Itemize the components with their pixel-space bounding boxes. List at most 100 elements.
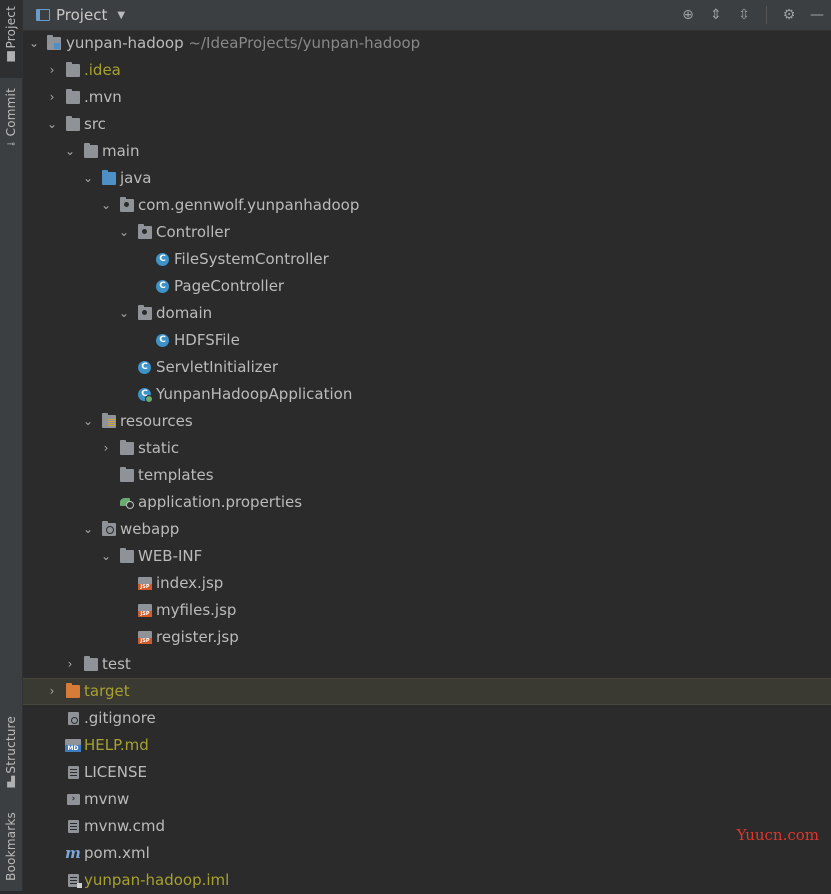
tree-node-help-md[interactable]: HELP.md bbox=[23, 732, 831, 759]
commit-icon: ⊸ bbox=[6, 139, 16, 151]
tree-node-appprops[interactable]: application.properties bbox=[23, 489, 831, 516]
folder-icon bbox=[66, 116, 80, 131]
chevron-down-icon[interactable]: ▼ bbox=[117, 9, 126, 21]
tree-node-label: index.jsp bbox=[156, 574, 224, 592]
side-tab-project[interactable]: Project ▇ bbox=[0, 0, 22, 78]
project-view-icon bbox=[36, 9, 50, 21]
tree-node-controller[interactable]: ⌄ Controller bbox=[23, 219, 831, 246]
tree-node-idea[interactable]: › .idea bbox=[23, 57, 831, 84]
class-icon: C bbox=[156, 280, 169, 293]
tree-node-label: main bbox=[102, 142, 140, 160]
tree-node-license[interactable]: LICENSE bbox=[23, 759, 831, 786]
chevron-down-icon[interactable]: ⌄ bbox=[82, 414, 94, 428]
tree-node-label: target bbox=[84, 682, 130, 700]
jsp-file-icon bbox=[138, 631, 152, 644]
class-icon: C bbox=[156, 253, 169, 266]
chevron-down-icon[interactable]: ⌄ bbox=[118, 306, 130, 320]
chevron-down-icon[interactable]: ⌄ bbox=[82, 171, 94, 185]
tree-node-iml[interactable]: yunpan-hadoop.iml bbox=[23, 867, 831, 894]
tree-node-pom[interactable]: m pom.xml bbox=[23, 840, 831, 867]
tree-node-src[interactable]: ⌄ src bbox=[23, 111, 831, 138]
tree-node-mvn[interactable]: › .mvn bbox=[23, 84, 831, 111]
tree-node-label: pom.xml bbox=[84, 844, 150, 862]
project-tool-window: Project ▼ ⊕ ⇕ ⇳ ⚙ — ⌄ yunpan-hadoop ~/Id… bbox=[23, 0, 831, 891]
side-tab-structure[interactable]: Structure ▟ bbox=[0, 716, 22, 796]
side-tab-bookmarks-label: Bookmarks bbox=[4, 812, 18, 881]
spring-boot-class-icon: C bbox=[138, 388, 153, 403]
shell-script-icon: › bbox=[67, 794, 80, 805]
spring-properties-icon bbox=[120, 496, 134, 509]
excluded-folder-icon bbox=[66, 683, 80, 698]
source-folder-icon bbox=[102, 170, 116, 185]
tree-node-label: com.gennwolf.yunpanhadoop bbox=[138, 196, 360, 214]
tree-node-static[interactable]: › static bbox=[23, 435, 831, 462]
tree-node-register-jsp[interactable]: register.jsp bbox=[23, 624, 831, 651]
side-tab-commit[interactable]: Commit ⊸ bbox=[0, 88, 22, 158]
chevron-down-icon[interactable]: ⌄ bbox=[64, 144, 76, 158]
tree-node-filesystemcontroller[interactable]: C FileSystemController bbox=[23, 246, 831, 273]
tree-node-hdfsfile[interactable]: C HDFSFile bbox=[23, 327, 831, 354]
tree-node-mvnw-cmd[interactable]: mvnw.cmd bbox=[23, 813, 831, 840]
module-folder-icon bbox=[47, 35, 61, 50]
text-file-icon bbox=[68, 820, 79, 833]
side-tab-commit-label: Commit bbox=[4, 88, 18, 137]
chevron-down-icon[interactable]: ⌄ bbox=[100, 549, 112, 563]
chevron-right-icon[interactable]: › bbox=[49, 684, 55, 698]
tree-node-templates[interactable]: templates bbox=[23, 462, 831, 489]
tree-node-label: webapp bbox=[120, 520, 180, 538]
tree-node-label: yunpan-hadoop.iml bbox=[84, 871, 230, 889]
folder-icon bbox=[120, 440, 134, 455]
structure-icon: ▟ bbox=[7, 776, 15, 788]
tree-node-label: resources bbox=[120, 412, 193, 430]
tree-node-gitignore[interactable]: .gitignore bbox=[23, 705, 831, 732]
chevron-right-icon[interactable]: › bbox=[49, 90, 55, 104]
tree-node-test[interactable]: › test bbox=[23, 651, 831, 678]
tree-node-label: FileSystemController bbox=[174, 250, 329, 268]
project-view-title[interactable]: Project bbox=[56, 6, 108, 24]
tree-node-servletinitializer[interactable]: C ServletInitializer bbox=[23, 354, 831, 381]
tree-node-app[interactable]: C YunpanHadoopApplication bbox=[23, 381, 831, 408]
expand-all-icon[interactable]: ⇕ bbox=[710, 7, 722, 23]
tree-node-webapp[interactable]: ⌄ webapp bbox=[23, 516, 831, 543]
chevron-down-icon[interactable]: ⌄ bbox=[28, 36, 40, 50]
tree-node-label: .mvn bbox=[84, 88, 122, 106]
chevron-right-icon[interactable]: › bbox=[67, 657, 73, 671]
tree-node-root-label: yunpan-hadoop ~/IdeaProjects/yunpan-hado… bbox=[66, 30, 420, 57]
hide-icon[interactable]: — bbox=[810, 7, 824, 23]
tree-node-domain[interactable]: ⌄ domain bbox=[23, 300, 831, 327]
tree-node-resources[interactable]: ⌄ resources bbox=[23, 408, 831, 435]
markdown-file-icon bbox=[65, 739, 81, 752]
chevron-right-icon[interactable]: › bbox=[49, 63, 55, 77]
side-tab-bookmarks[interactable]: Bookmarks bbox=[0, 812, 22, 891]
tree-node-label: PageController bbox=[174, 277, 285, 295]
tree-node-package[interactable]: ⌄ com.gennwolf.yunpanhadoop bbox=[23, 192, 831, 219]
tree-node-index-jsp[interactable]: index.jsp bbox=[23, 570, 831, 597]
chevron-down-icon[interactable]: ⌄ bbox=[118, 225, 130, 239]
folder-icon bbox=[66, 89, 80, 104]
tree-node-mvnw[interactable]: › mvnw bbox=[23, 786, 831, 813]
chevron-down-icon[interactable]: ⌄ bbox=[46, 117, 58, 131]
gitignore-file-icon bbox=[68, 712, 79, 725]
project-path: ~/IdeaProjects/yunpan-hadoop bbox=[188, 34, 421, 52]
tree-node-label: .gitignore bbox=[84, 709, 156, 727]
chevron-right-icon[interactable]: › bbox=[103, 441, 109, 455]
jsp-file-icon bbox=[138, 604, 152, 617]
tree-node-main[interactable]: ⌄ main bbox=[23, 138, 831, 165]
class-icon: C bbox=[138, 361, 151, 374]
tree-node-root[interactable]: ⌄ yunpan-hadoop ~/IdeaProjects/yunpan-ha… bbox=[23, 30, 831, 57]
tree-node-myfiles-jsp[interactable]: myfiles.jsp bbox=[23, 597, 831, 624]
jsp-file-icon bbox=[138, 577, 152, 590]
folder-icon bbox=[84, 656, 98, 671]
gear-icon[interactable]: ⚙ bbox=[782, 7, 796, 23]
tree-node-java[interactable]: ⌄ java bbox=[23, 165, 831, 192]
tree-node-target[interactable]: › target bbox=[23, 678, 831, 705]
folder-icon bbox=[84, 143, 98, 158]
resources-folder-icon bbox=[102, 413, 116, 428]
tree-node-label: .idea bbox=[84, 61, 121, 79]
tree-node-pagecontroller[interactable]: C PageController bbox=[23, 273, 831, 300]
chevron-down-icon[interactable]: ⌄ bbox=[82, 522, 94, 536]
chevron-down-icon[interactable]: ⌄ bbox=[100, 198, 112, 212]
locate-file-icon[interactable]: ⊕ bbox=[682, 7, 694, 23]
tree-node-webinf[interactable]: ⌄ WEB-INF bbox=[23, 543, 831, 570]
collapse-all-icon[interactable]: ⇳ bbox=[738, 7, 750, 23]
